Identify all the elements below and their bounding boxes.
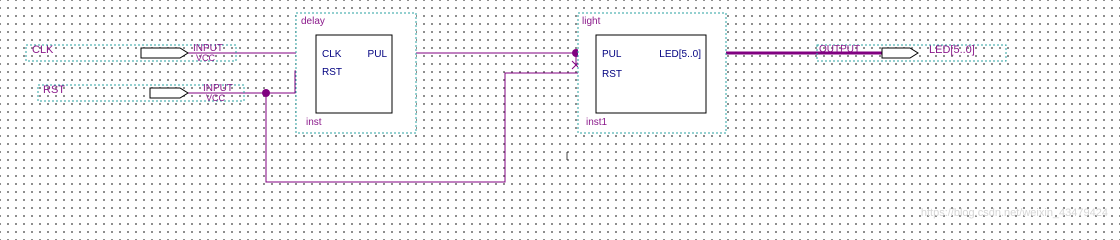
pin-type-clk: INPUT [193, 43, 223, 54]
block-light-body [595, 34, 707, 114]
port-delay-pul: PUL [368, 49, 388, 60]
pin-type-output: OUTPUT [819, 44, 860, 55]
block-delay-instance: inst [306, 117, 322, 128]
output-pin-led[interactable]: OUTPUT LED[5..0] [816, 44, 1007, 62]
input-arrow-icon [149, 87, 189, 99]
schematic-canvas[interactable]: CLK INPUT VCC RST INPUT VCC delay CLK RS… [0, 0, 1120, 231]
block-light-instance: inst1 [586, 117, 608, 128]
wires [188, 51, 882, 183]
port-light-pul: PUL [602, 49, 622, 60]
port-delay-clk: CLK [322, 49, 342, 60]
block-light-title: light [582, 16, 601, 27]
port-light-rst: RST [602, 69, 622, 80]
port-light-led: LED[5..0] [659, 49, 701, 60]
wire-rst-branch[interactable] [265, 72, 596, 183]
block-delay-body [315, 34, 393, 114]
output-arrow-icon [881, 47, 919, 59]
input-arrow-icon [140, 47, 189, 59]
pin-vcc-clk: VCC [196, 53, 216, 63]
pin-name-clk: CLK [32, 44, 54, 56]
pin-name-rst: RST [43, 84, 65, 96]
junction-rst [262, 89, 270, 97]
block-light[interactable]: light PUL RST LED[5..0] inst1 [577, 12, 727, 134]
input-pin-clk[interactable]: CLK INPUT VCC [25, 43, 237, 63]
pin-name-led: LED[5..0] [929, 44, 975, 56]
block-delay[interactable]: delay CLK RST PUL inst [295, 12, 417, 134]
watermark: https://blog.csdn.net/weixin_43479424 [921, 207, 1108, 219]
input-pin-rst[interactable]: RST INPUT VCC [37, 83, 245, 103]
block-delay-title: delay [301, 16, 325, 27]
pin-vcc-rst: VCC [206, 93, 226, 103]
port-delay-rst: RST [322, 67, 342, 78]
pin-type-rst: INPUT [203, 83, 233, 94]
